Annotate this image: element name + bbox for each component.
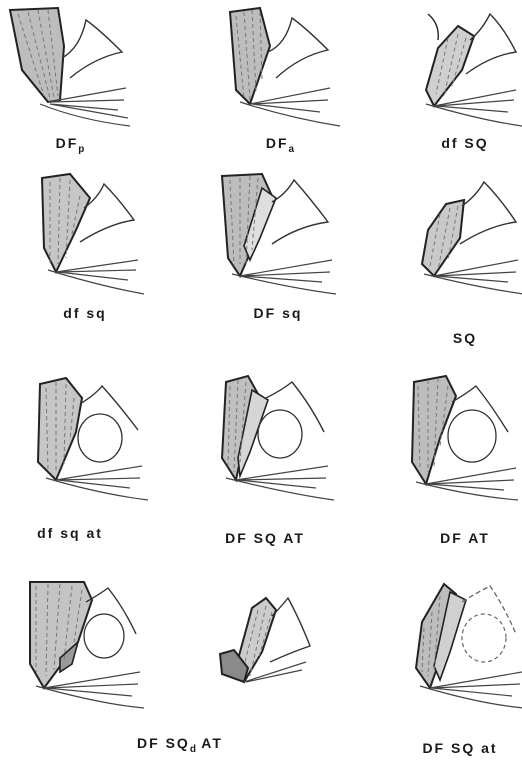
- panel-label-DF-SQd-AT: DF SQd AT: [90, 735, 270, 755]
- panel-label-df-sq-lower: df sq: [5, 305, 165, 321]
- panel-df-p-drawing: [0, 0, 140, 130]
- panel-label-SQ: SQ: [385, 330, 522, 346]
- panel-df-a-drawing: [210, 0, 350, 130]
- panel-label-df-a: DFa: [200, 135, 360, 155]
- panel-DF-SQ-AT-drawing: [210, 372, 350, 502]
- panel-label-DF-SQ-AT: DF SQ AT: [185, 530, 345, 546]
- panel-label-df-p: DFp: [0, 135, 150, 155]
- panel-label-DF-sq: DF sq: [198, 305, 358, 321]
- panel-df-sq-upper-drawing: [400, 0, 522, 130]
- panel-df-sq-at-drawing: [20, 372, 160, 502]
- panel-SQ-drawing: [400, 168, 522, 298]
- panel-label-df-sq-upper: df SQ: [385, 135, 522, 151]
- panel-label-df-sq-at: df sq at: [0, 525, 150, 541]
- panel-DF-sq-drawing: [210, 168, 350, 298]
- panel-df-sq-lower-drawing: [20, 168, 160, 298]
- panel-DF-AT-drawing: [400, 372, 522, 502]
- panel-label-DF-SQ-at: DF SQ at: [395, 740, 522, 756]
- panel-label-DF-AT: DF AT: [385, 530, 522, 546]
- panel-isolated-muscle-drawing: [210, 590, 350, 720]
- panel-DF-SQ-at-drawing: [400, 572, 522, 712]
- panel-DF-SQd-AT-drawing: [20, 572, 160, 712]
